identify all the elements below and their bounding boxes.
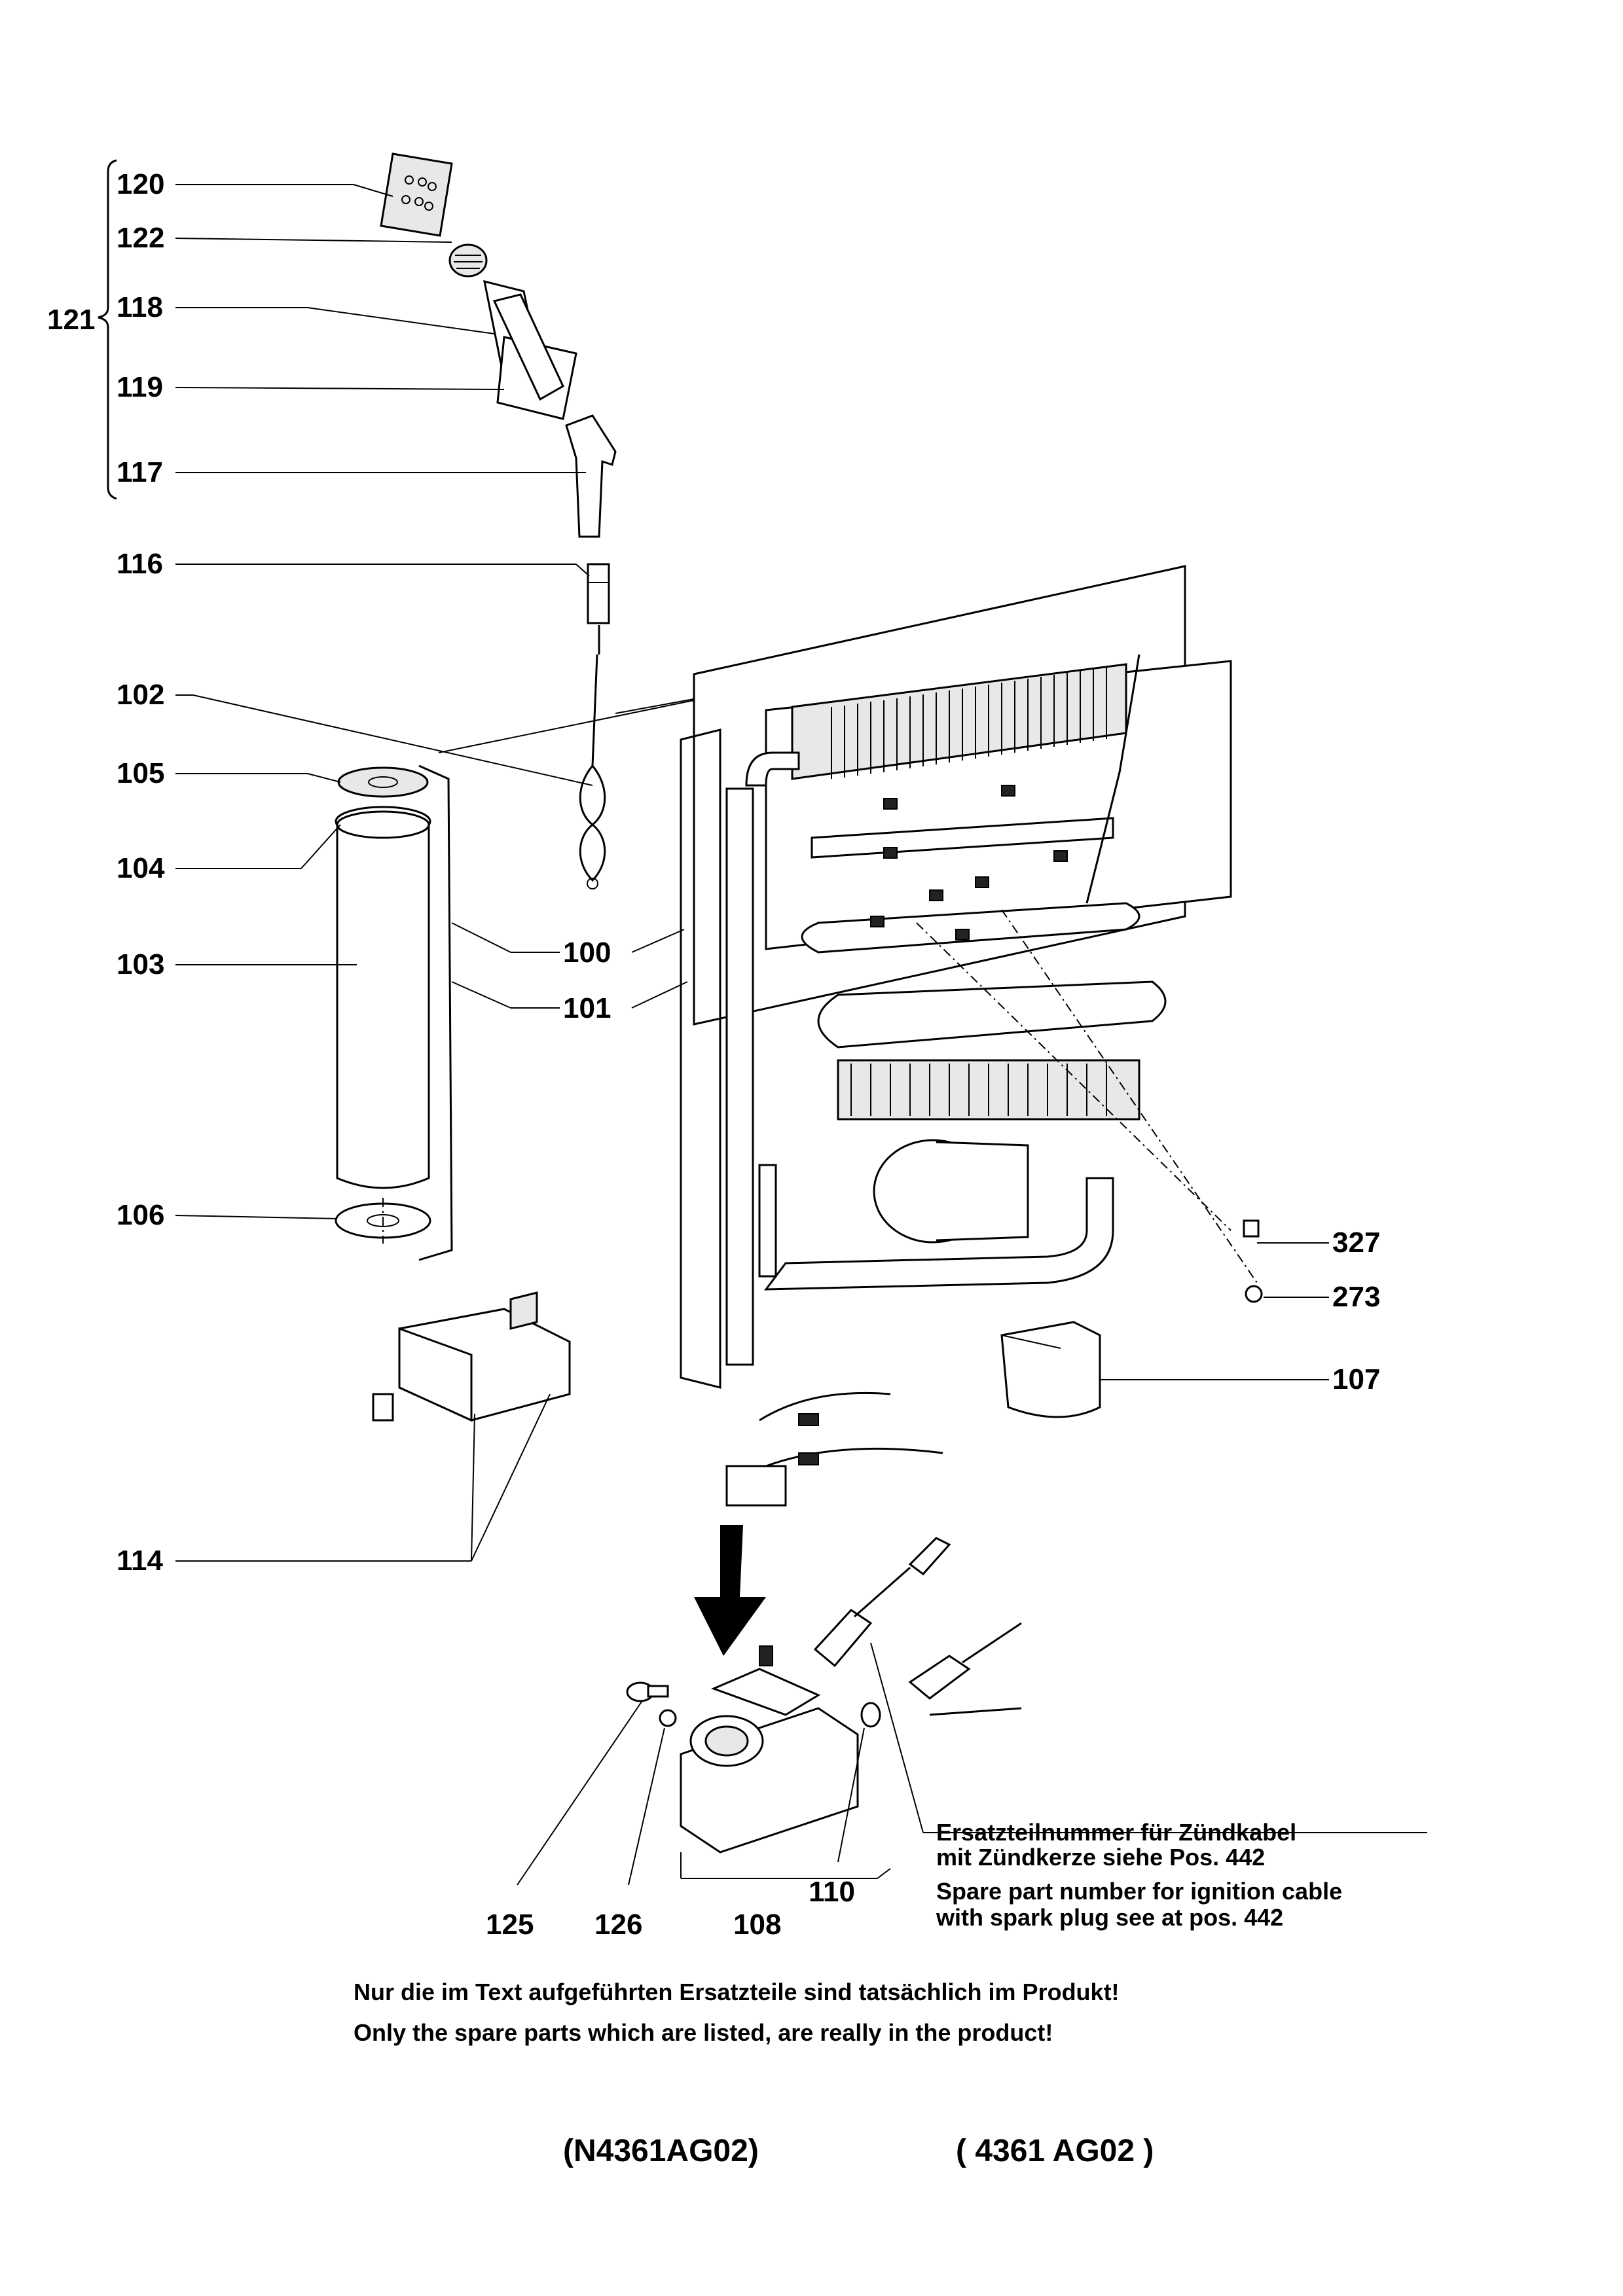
flue-elbow-117: [565, 414, 617, 538]
label-105: 105: [117, 757, 164, 789]
label-104: 104: [117, 852, 165, 884]
group-bracket-121: [98, 159, 117, 500]
back-panel: [438, 565, 1186, 1389]
label-106: 106: [117, 1199, 164, 1231]
label-100: 100: [563, 937, 611, 969]
label-119: 119: [117, 371, 163, 403]
note-en-line2: with spark plug see at pos. 442: [936, 1904, 1283, 1931]
burner-bracket-114: [372, 1291, 571, 1422]
drawing-code-right: ( 4361 AG02 ): [956, 2134, 1154, 2168]
flue-cap-120: [380, 152, 453, 237]
burner-tube-103: [335, 766, 431, 1244]
label-122: 122: [117, 222, 164, 254]
label-121: 121: [47, 304, 95, 336]
label-110: 110: [809, 1876, 855, 1908]
nut-273: [1245, 1285, 1263, 1303]
label-102: 102: [117, 679, 164, 711]
label-114: 114: [117, 1545, 164, 1577]
label-125: 125: [486, 1909, 534, 1941]
flue-grille-122: [448, 243, 488, 278]
cooling-unit: [725, 654, 1258, 1366]
thermocouple: [908, 1622, 1022, 1716]
gas-valve-upper: [725, 1391, 943, 1507]
disclaimer-en: Only the spare parts which are listed, a…: [354, 2019, 1053, 2046]
spark-plug: [813, 1537, 951, 1668]
cover-107: [1000, 1321, 1101, 1418]
leader-lines: [175, 184, 1427, 1886]
label-108: 108: [733, 1909, 781, 1941]
flue-connector-116: [587, 563, 610, 655]
label-101: 101: [563, 992, 611, 1024]
label-327: 327: [1332, 1227, 1380, 1259]
label-120: 120: [117, 168, 164, 200]
flue-pipe-118-119: [483, 279, 577, 420]
label-126: 126: [594, 1909, 642, 1941]
screw-125: [626, 1681, 669, 1702]
label-103: 103: [117, 948, 164, 980]
label-117: 117: [117, 456, 163, 488]
note-de-line2: mit Zündkerze siehe Pos. 442: [936, 1844, 1265, 1871]
label-116: 116: [117, 548, 163, 580]
label-107: 107: [1332, 1363, 1380, 1395]
note-en-line1: Spare part number for ignition cable: [936, 1878, 1342, 1905]
label-273: 273: [1332, 1281, 1380, 1313]
drawing-code-left: (N4361AG02): [563, 2134, 759, 2168]
washer-126: [659, 1709, 677, 1727]
clip-327: [1243, 1219, 1260, 1238]
down-arrow-icon: [694, 1525, 766, 1656]
nozzle-110: [860, 1702, 881, 1728]
label-118: 118: [117, 291, 163, 323]
burner-housing-108: [680, 1645, 859, 1854]
disclaimer-de: Nur die im Text aufgeführten Ersatzteile…: [354, 1979, 1120, 2005]
wire-loop-102: [579, 654, 606, 889]
note-de-line1: Ersatzteilnummer für Zündkabel: [936, 1819, 1296, 1846]
